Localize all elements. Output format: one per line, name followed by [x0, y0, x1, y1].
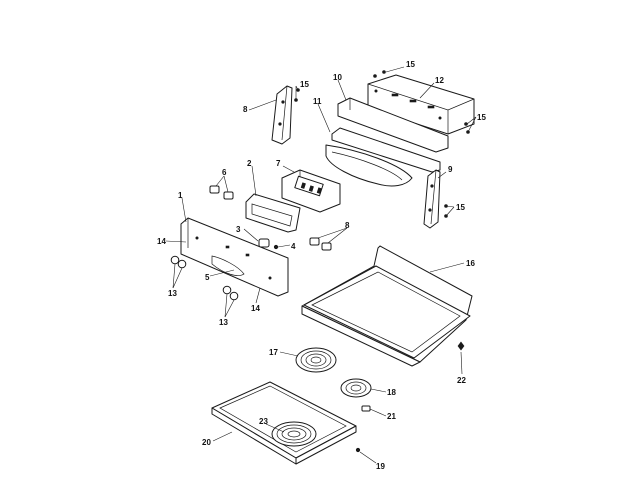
callout-1: 1: [178, 191, 183, 200]
callout-19-right: 19: [376, 462, 385, 471]
callout-20: 20: [202, 438, 211, 447]
callout-3: 3: [236, 225, 241, 234]
screw-part-19: [355, 447, 361, 453]
callout-8-left: 8: [243, 105, 248, 114]
callout-16: 16: [466, 259, 475, 268]
callout-7: 7: [276, 159, 281, 168]
clock-display-part-2: [245, 193, 301, 233]
cooktop-part-16: [301, 245, 473, 367]
callout-2: 2: [247, 159, 252, 168]
burner-box-part-20: [211, 381, 357, 465]
surface-element-part-23: [271, 421, 317, 447]
callout-15-lower: 15: [456, 203, 465, 212]
surface-element-part-17: [295, 347, 337, 373]
leader-lines: [165, 66, 477, 464]
callout-17: 17: [269, 348, 278, 357]
callout-18: 18: [387, 388, 396, 397]
callout-4: 4: [291, 242, 296, 251]
knobs-part-6: [209, 185, 234, 200]
backguard-strip-part-10: [337, 97, 449, 153]
knobs-part-8: [309, 237, 332, 251]
callout-10: 10: [333, 73, 342, 82]
control-housing-part-7: [281, 169, 341, 213]
callout-13-right: 13: [219, 318, 228, 327]
callout-21: 21: [387, 412, 396, 421]
control-panel-part-1: [180, 217, 289, 297]
callout-6: 6: [222, 168, 227, 177]
callout-14-left: 14: [157, 237, 166, 246]
trim-part-11: [325, 127, 441, 187]
callout-15-right: 15: [477, 113, 486, 122]
knob-part-3: [258, 238, 270, 248]
receptacle-part-21: [361, 405, 371, 412]
callout-23: 23: [259, 417, 268, 426]
callout-8-right: 8: [345, 221, 350, 230]
callout-labels: 1 2 3 4 5 6 7 8 8 9 10 11 12 13 13 14 14…: [157, 60, 486, 471]
callout-12: 12: [435, 76, 444, 85]
side-bracket-right-part-9: [423, 169, 441, 229]
pin-part-22: [457, 341, 465, 351]
callout-13-left: 13: [168, 289, 177, 298]
callout-22: 22: [457, 376, 466, 385]
callout-5: 5: [205, 273, 210, 282]
callout-14-right: 14: [251, 304, 260, 313]
clip-part-4: [273, 244, 279, 250]
callout-15-top: 15: [406, 60, 415, 69]
knobs-part-13: [170, 255, 239, 301]
callout-15-left: 15: [300, 80, 309, 89]
callout-9: 9: [448, 165, 453, 174]
side-bracket-left-part-8: [271, 85, 293, 145]
surface-element-part-18: [340, 378, 372, 398]
callout-11: 11: [313, 97, 322, 106]
